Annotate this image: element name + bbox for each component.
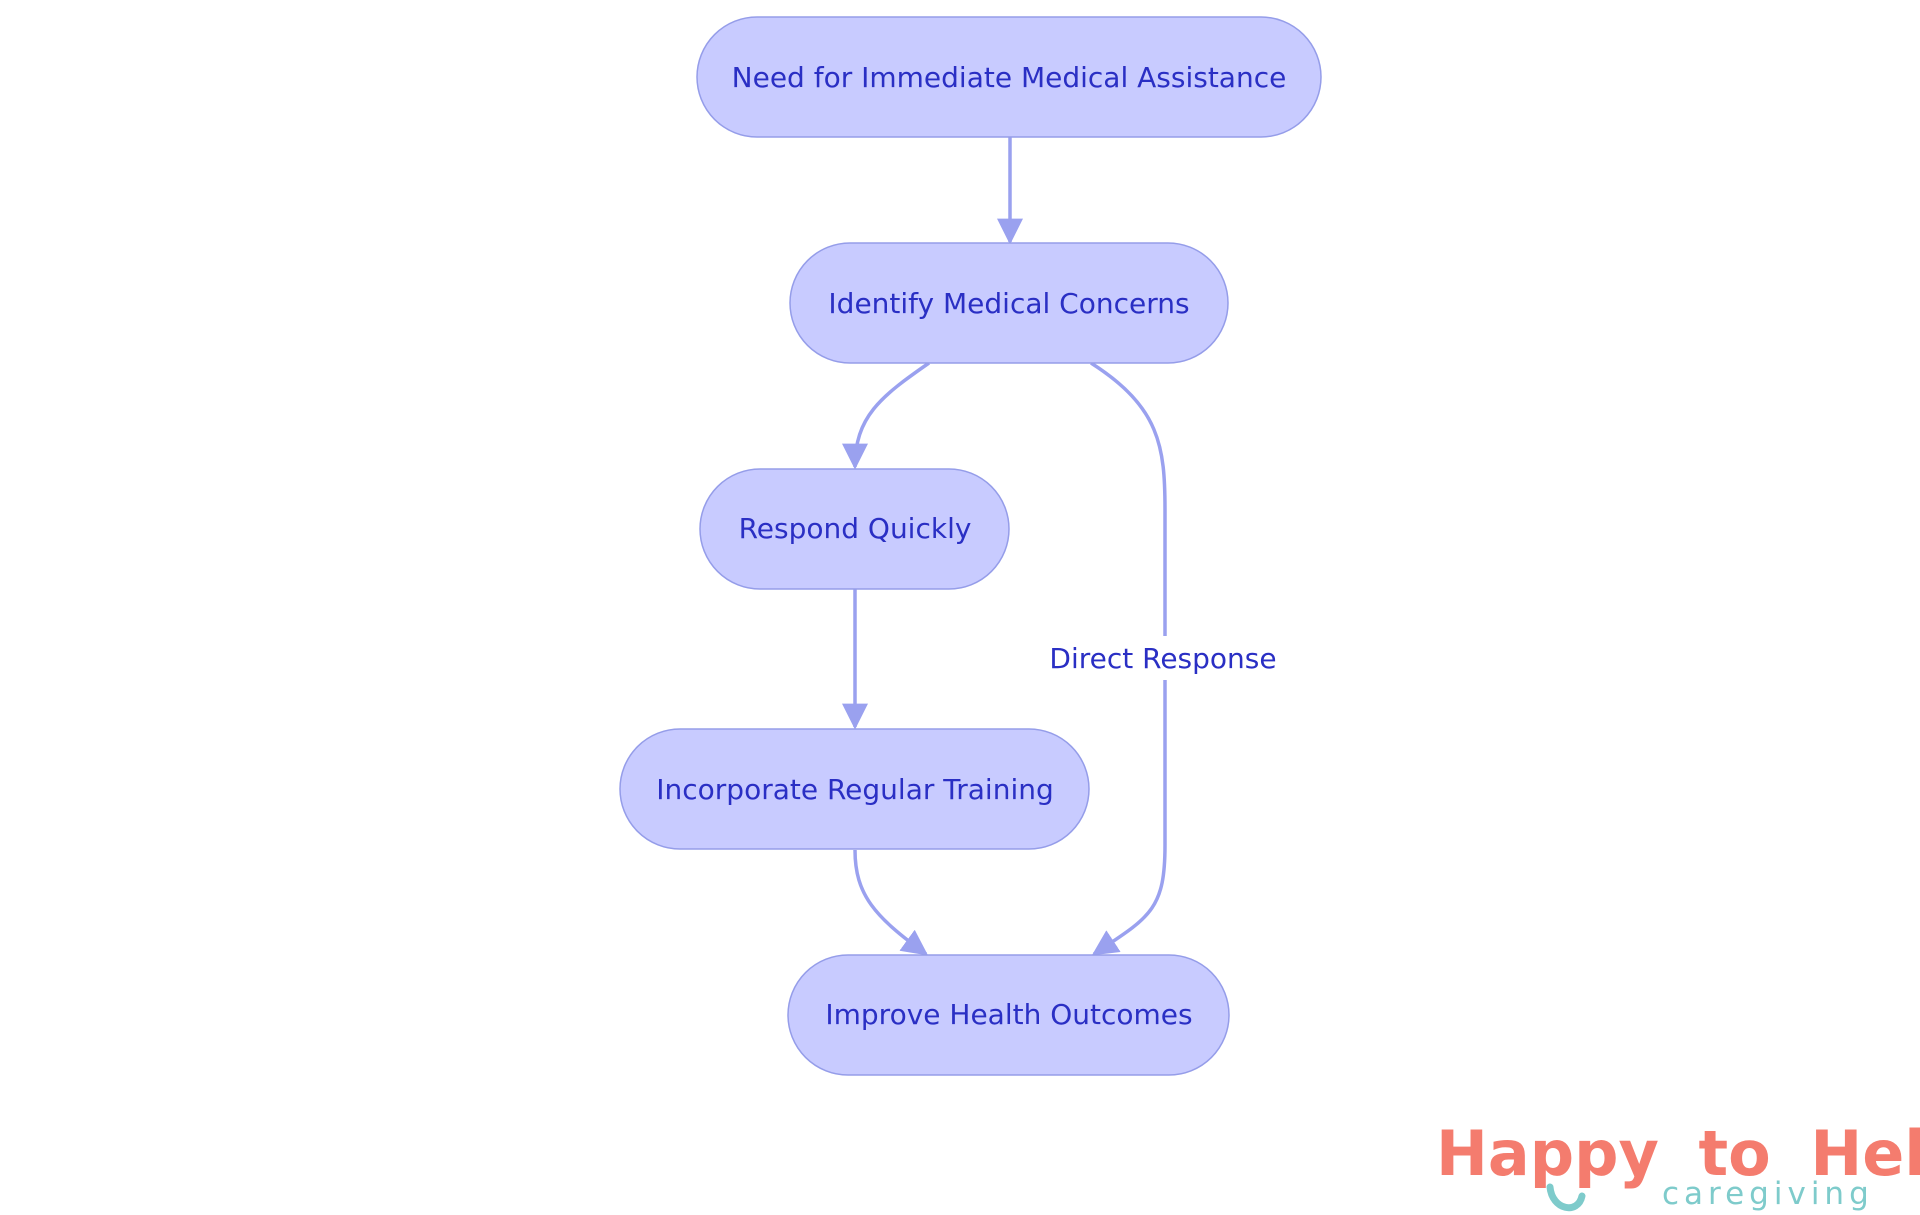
logo-subtitle: caregiving [1662, 1176, 1874, 1212]
node-label: Respond Quickly [739, 512, 972, 545]
node-incorporate-regular-training[interactable]: Incorporate Regular Training [619, 728, 1090, 850]
node-need-for-immediate-medical-assistance[interactable]: Need for Immediate Medical Assistance [696, 16, 1322, 138]
logo-word-happy: Happy [1436, 1117, 1659, 1190]
node-improve-health-outcomes[interactable]: Improve Health Outcomes [787, 954, 1230, 1076]
node-respond-quickly[interactable]: Respond Quickly [699, 468, 1010, 590]
edge-label-text: Direct Response [1049, 642, 1276, 675]
logo-wordmark: Happy to Help [1436, 1117, 1920, 1190]
edge-identify-to-improve-direct [1090, 361, 1167, 956]
node-label: Improve Health Outcomes [825, 998, 1192, 1031]
node-identify-medical-concerns[interactable]: Identify Medical Concerns [789, 242, 1229, 364]
happy-to-help-logo: Happy to Help caregiving [1436, 1117, 1920, 1212]
node-label: Incorporate Regular Training [656, 773, 1054, 806]
edge-training-to-improve [853, 849, 929, 956]
smile-icon [1546, 1183, 1586, 1212]
logo-word-to: to [1699, 1117, 1771, 1190]
node-label: Identify Medical Concerns [828, 287, 1189, 320]
edge-label-direct-response: Direct Response [1048, 636, 1278, 680]
edge-identify-to-respond [842, 361, 930, 470]
logo-word-help: Help [1810, 1117, 1920, 1190]
node-label: Need for Immediate Medical Assistance [732, 61, 1287, 94]
